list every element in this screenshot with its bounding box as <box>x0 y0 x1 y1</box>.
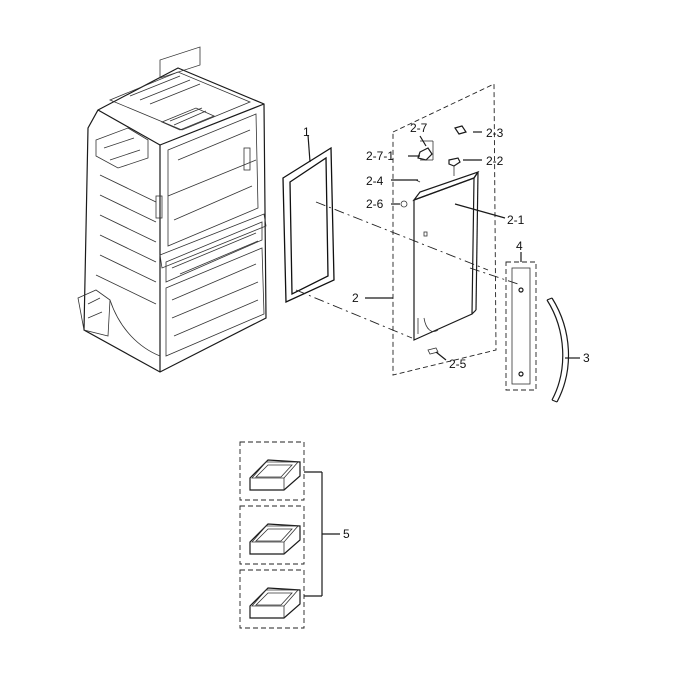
door-gasket <box>282 146 335 304</box>
label-2-4: 2-4 <box>366 174 384 188</box>
hinge-assembly-parts <box>400 125 467 355</box>
label-5: 5 <box>343 527 350 541</box>
door-guard-box-3 <box>239 569 305 629</box>
bushing-icon <box>400 200 408 208</box>
label-2: 2 <box>352 291 359 305</box>
hinge-cover-icon <box>454 125 467 135</box>
alignment-line-lower <box>295 289 413 339</box>
handle-trim <box>505 261 537 391</box>
leader-2-5 <box>435 351 447 361</box>
door-guard-box-2 <box>239 505 305 565</box>
door-guard-bin-3 <box>249 587 301 619</box>
label-2-1: 2-1 <box>507 213 525 227</box>
door-handle <box>546 297 570 403</box>
label-2-5: 2-5 <box>449 357 467 371</box>
door-guard-bin-2 <box>249 523 301 555</box>
label-2-7: 2-7 <box>410 121 428 135</box>
door-guard-bin-1 <box>249 459 301 491</box>
door-assembly-boundary <box>392 83 497 376</box>
label-2-7-1: 2-7-1 <box>366 149 394 163</box>
alignment-line-handle <box>469 267 519 285</box>
leader-2-7 <box>419 135 427 147</box>
label-2-2: 2-2 <box>486 154 504 168</box>
gasket-leader-line <box>307 134 311 163</box>
door-guards <box>239 441 340 629</box>
refrigerator-cabinet <box>77 46 267 373</box>
door-panel <box>412 170 480 341</box>
hinge-part-icon <box>417 147 433 161</box>
stopper-icon <box>427 347 439 355</box>
alignment-line-upper <box>315 201 489 271</box>
label-3: 3 <box>583 351 590 365</box>
label-2-3: 2-3 <box>486 126 504 140</box>
door-guard-box-1 <box>239 441 305 501</box>
label-2-6: 2-6 <box>366 197 384 211</box>
hinge-cap-icon <box>448 157 461 167</box>
label-4: 4 <box>516 239 523 253</box>
label-1: 1 <box>303 125 310 139</box>
leader-2-1 <box>454 203 506 219</box>
